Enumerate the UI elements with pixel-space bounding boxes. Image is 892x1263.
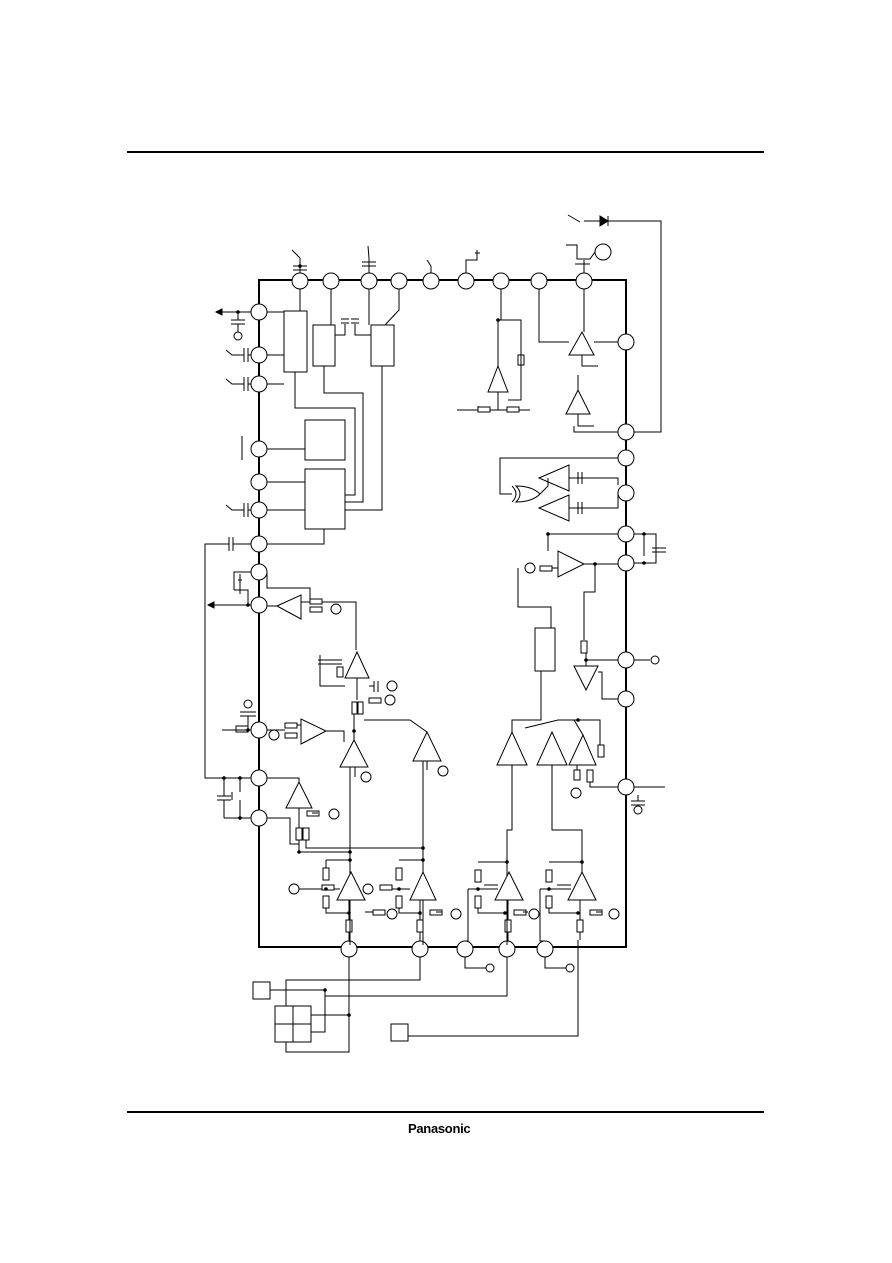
- external-block-a: [253, 982, 270, 999]
- external-loop: [584, 221, 661, 432]
- block-4: [305, 420, 345, 460]
- block-3: [371, 325, 394, 366]
- block-1: [284, 311, 307, 372]
- block-2: [313, 325, 335, 366]
- ic-package-outline: [259, 280, 626, 947]
- block-6: [535, 628, 555, 671]
- footer-rule: [127, 1111, 764, 1113]
- external-block-b: [391, 1024, 408, 1041]
- block-5: [305, 469, 345, 529]
- header-rule: [127, 151, 764, 153]
- brand-logo: Panasonic: [408, 1121, 471, 1136]
- junction-dots: [222, 264, 646, 1017]
- top-pins: [292, 273, 592, 289]
- bottom-pins: [341, 941, 553, 957]
